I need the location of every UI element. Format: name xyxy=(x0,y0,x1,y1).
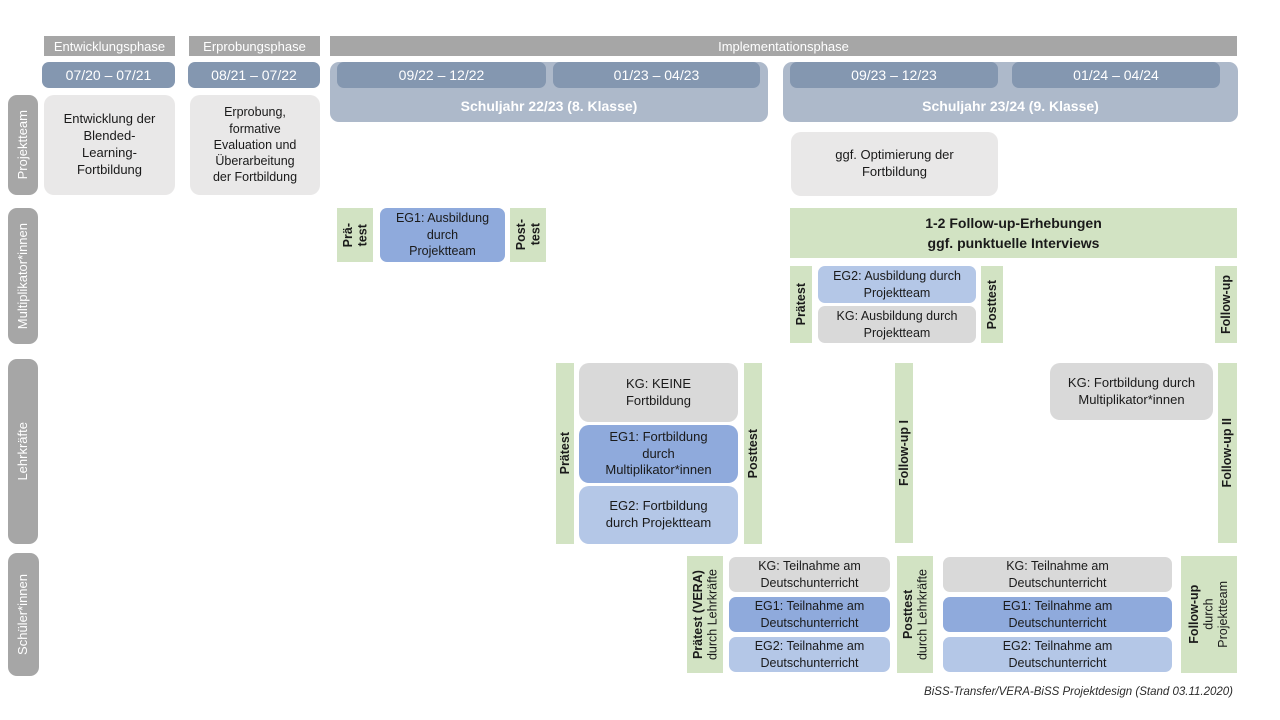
box-kg-ausbildung-projektteam: KG: Ausbildung durch Projektteam xyxy=(818,306,976,343)
box-eg2-ausbildung-projektteam: EG2: Ausbildung durch Projektteam xyxy=(818,266,976,303)
row-label-lehrkraefte: Lehrkräfte xyxy=(8,359,38,544)
box-eg1-ausbildung-projektteam: EG1: Ausbildung durch Projektteam xyxy=(380,208,505,262)
date-range-08-21: 08/21 – 07/22 xyxy=(188,62,320,88)
row-label-multiplikatorinnen: Multiplikator*innen xyxy=(8,208,38,344)
vbar-line: Posttest xyxy=(900,589,915,640)
vbar-line: test xyxy=(528,223,542,247)
box-followup-erhebungen: 1-2 Follow-up-Erhebungen ggf. punktuelle… xyxy=(790,208,1237,258)
box-entwicklung-fortbildung: Entwicklung der Blended- Learning- Fortb… xyxy=(44,95,175,195)
date-range-09-22: 09/22 – 12/22 xyxy=(337,62,546,88)
box-eg2-teilnahme-deutschunterricht-2: EG2: Teilnahme am Deutschunterricht xyxy=(943,637,1172,672)
vbar-line: durch Lehrkräfte xyxy=(705,568,719,661)
date-range-01-24: 01/24 – 04/24 xyxy=(1012,62,1220,88)
vbar-line: Follow-up xyxy=(1187,584,1202,644)
row-label-text: Projektteam xyxy=(14,110,30,180)
phase-bar-entwicklungsphase: Entwicklungsphase xyxy=(44,36,175,56)
vbar-line: Posttest xyxy=(745,428,760,479)
box-kg-teilnahme-deutschunterricht-1: KG: Teilnahme am Deutschunterricht xyxy=(729,557,890,592)
box-eg1-fortbildung-multiplikatoren: EG1: Fortbildung durch Multiplikator*inn… xyxy=(579,425,738,483)
box-optimierung-fortbildung: ggf. Optimierung der Fortbildung xyxy=(791,132,998,196)
praetest-bar-lehrkraefte: Prätest xyxy=(556,363,574,544)
box-erprobung-evaluation: Erprobung, formative Evaluation und Über… xyxy=(190,95,320,195)
followup1-bar-lehrkraefte: Follow-up I xyxy=(895,363,913,543)
followup2-bar-lehrkraefte: Follow-up II xyxy=(1218,363,1237,543)
box-eg1-teilnahme-deutschunterricht-2: EG1: Teilnahme am Deutschunterricht xyxy=(943,597,1172,632)
posttest-bar-multiplikatoren-1: Post- test xyxy=(510,208,546,262)
phase-bar-implementationsphase: Implementationsphase xyxy=(330,36,1237,56)
praetest-vera-bar-schueler: Prätest (VERA) durch Lehrkräfte xyxy=(687,556,723,673)
row-label-text: Lehrkräfte xyxy=(14,422,30,481)
footer-caption: BiSS-Transfer/VERA-BiSS Projektdesign (S… xyxy=(924,686,1233,698)
vbar-line: durch Lehrkräfte xyxy=(915,568,929,661)
box-eg2-fortbildung-projektteam: EG2: Fortbildung durch Projektteam xyxy=(579,486,738,544)
date-range-09-23: 09/23 – 12/23 xyxy=(790,62,998,88)
vbar-line: test xyxy=(355,223,369,247)
vbar-line: Prä- xyxy=(340,222,355,248)
posttest-bar-schueler: Posttest durch Lehrkräfte xyxy=(897,556,933,673)
box-kg-teilnahme-deutschunterricht-2: KG: Teilnahme am Deutschunterricht xyxy=(943,557,1172,592)
followup-bar-multiplikatoren: Follow-up xyxy=(1215,266,1237,343)
vbar-line: Follow-up II xyxy=(1220,418,1235,488)
followup-bar-schueler: Follow-up durch Projektteam xyxy=(1181,556,1237,673)
vbar-line: Prätest (VERA) xyxy=(690,570,705,659)
posttest-bar-multiplikatoren-2: Posttest xyxy=(981,266,1003,343)
vbar-line: Prätest xyxy=(557,432,572,475)
date-range-01-23: 01/23 – 04/23 xyxy=(553,62,760,88)
posttest-bar-lehrkraefte: Posttest xyxy=(744,363,762,544)
praetest-bar-multiplikatoren-1: Prä- test xyxy=(337,208,373,262)
vbar-line: Projektteam xyxy=(1216,581,1231,648)
vbar-line: Posttest xyxy=(984,279,999,330)
phase-bar-erprobungsphase: Erprobungsphase xyxy=(189,36,320,56)
date-range-07-20: 07/20 – 07/21 xyxy=(42,62,175,88)
box-kg-keine-fortbildung: KG: KEINE Fortbildung xyxy=(579,363,738,422)
vbar-line: Prätest xyxy=(793,283,808,326)
vbar-line: Post- xyxy=(513,219,528,251)
box-kg-fortbildung-multiplikatoren: KG: Fortbildung durch Multiplikator*inne… xyxy=(1050,363,1213,420)
row-label-schuelerinnen: Schüler*innen xyxy=(8,553,39,676)
vbar-line: Follow-up xyxy=(1218,274,1233,334)
row-label-text: Schüler*innen xyxy=(15,574,31,655)
vbar-line: durch xyxy=(1201,598,1216,631)
vbar-line: Follow-up I xyxy=(896,420,911,486)
praetest-bar-multiplikatoren-2: Prätest xyxy=(790,266,812,343)
row-label-projektteam: Projektteam xyxy=(8,95,38,195)
box-eg2-teilnahme-deutschunterricht-1: EG2: Teilnahme am Deutschunterricht xyxy=(729,637,890,672)
row-label-text: Multiplikator*innen xyxy=(14,222,30,330)
box-eg1-teilnahme-deutschunterricht-1: EG1: Teilnahme am Deutschunterricht xyxy=(729,597,890,632)
